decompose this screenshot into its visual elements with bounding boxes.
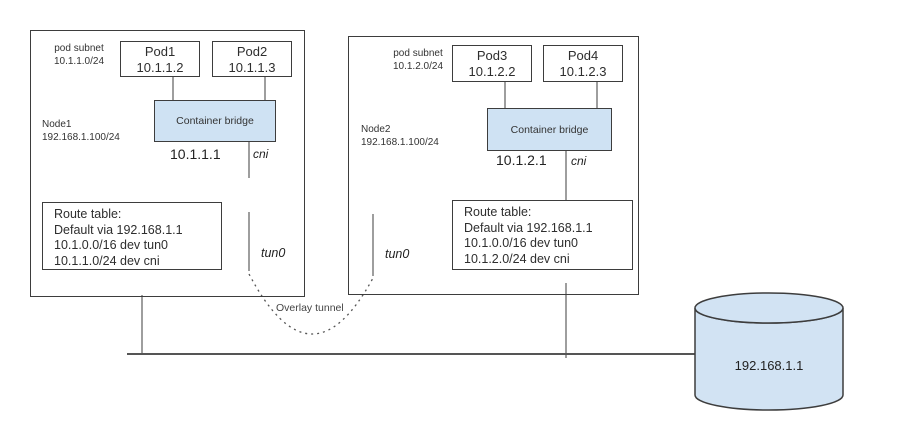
node2-cni-label: cni (571, 154, 587, 168)
pod-subnet-caption: pod subnet (393, 48, 443, 59)
node1-name-label: Node1 192.168.1.100/24 (42, 119, 120, 144)
pod-name: Pod4 (567, 48, 599, 63)
pod3-box: Pod3 10.1.2.2 (452, 45, 532, 82)
pod-ip: 10.1.1.2 (136, 60, 184, 75)
pod-ip: 10.1.2.2 (468, 64, 516, 79)
node1-box (30, 30, 305, 297)
bridge-label: Container bridge (510, 123, 589, 136)
node2-name-label: Node2 192.168.1.100/24 (361, 124, 439, 149)
node2-bridge-ip: 10.1.2.1 (496, 152, 547, 168)
pod4-box: Pod4 10.1.2.3 (543, 45, 623, 82)
pod-ip: 10.1.1.3 (228, 60, 276, 75)
pod2-box: Pod2 10.1.1.3 (212, 41, 292, 77)
node1-pod-subnet-label: pod subnet 10.1.1.0/24 (44, 43, 114, 68)
node2-box (348, 36, 639, 295)
node-ip: 192.168.1.100/24 (361, 136, 439, 148)
gateway-cylinder-top (694, 292, 844, 324)
node-ip: 192.168.1.100/24 (42, 131, 120, 143)
pod-subnet-caption: pod subnet (54, 43, 104, 54)
pod-ip: 10.1.2.3 (559, 64, 607, 79)
node1-cni-label: cni (253, 147, 269, 161)
pod-subnet-cidr: 10.1.1.0/24 (53, 55, 105, 67)
node1-route-table: Route table: Default via 192.168.1.1 10.… (42, 202, 222, 270)
pod-name: Pod3 (476, 48, 508, 63)
bridge-label: Container bridge (176, 115, 254, 127)
pod1-box: Pod1 10.1.1.2 (120, 41, 200, 77)
pod-name: Pod2 (236, 44, 268, 59)
node1-bridge-ip: 10.1.1.1 (170, 146, 221, 162)
node2-tun0-label: tun0 (385, 247, 410, 261)
node1-tun0-label: tun0 (261, 246, 286, 260)
node-name: Node2 (361, 124, 391, 135)
route-table-title: Route table: (464, 205, 532, 219)
gateway-ip-label: 192.168.1.1 (734, 358, 804, 373)
pod-subnet-cidr: 10.1.2.0/24 (392, 60, 444, 72)
node-name: Node1 (42, 119, 72, 130)
route-entry: 10.1.0.0/16 dev tun0 (464, 236, 578, 250)
route-entry: 10.1.2.0/24 dev cni (464, 251, 570, 266)
pod-name: Pod1 (144, 44, 176, 59)
overlay-tunnel-label: Overlay tunnel (276, 302, 344, 314)
node2-route-table: Route table: Default via 192.168.1.1 10.… (452, 200, 633, 270)
route-entry: 10.1.0.0/16 dev tun0 (54, 238, 168, 252)
route-entry: 10.1.1.0/24 dev cni (54, 253, 160, 268)
route-entry: Default via 192.168.1.1 (54, 222, 183, 237)
node2-pod-subnet-label: pod subnet 10.1.2.0/24 (383, 48, 453, 73)
route-entry: Default via 192.168.1.1 (464, 220, 593, 235)
node1-container-bridge: Container bridge (154, 100, 276, 142)
route-table-title: Route table: (54, 207, 122, 221)
node2-container-bridge: Container bridge (487, 108, 612, 151)
